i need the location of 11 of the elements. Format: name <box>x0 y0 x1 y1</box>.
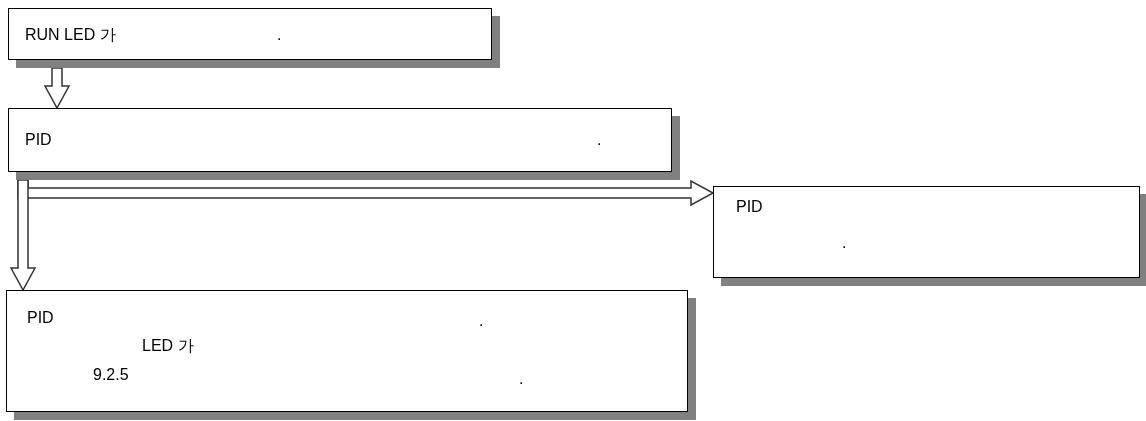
box-text: . <box>479 311 484 330</box>
box-text: 9.2.5 <box>93 365 129 384</box>
box-text: . <box>277 25 282 44</box>
box-text: PID <box>25 130 52 149</box>
box-text: PID <box>736 197 763 216</box>
box-text: RUN LED 가 <box>25 25 116 44</box>
box-text: PID <box>27 308 54 327</box>
box-text: . <box>519 369 524 388</box>
box-text: . <box>597 130 602 149</box>
box-text: LED 가 <box>142 336 194 355</box>
box-text: . <box>842 233 847 252</box>
